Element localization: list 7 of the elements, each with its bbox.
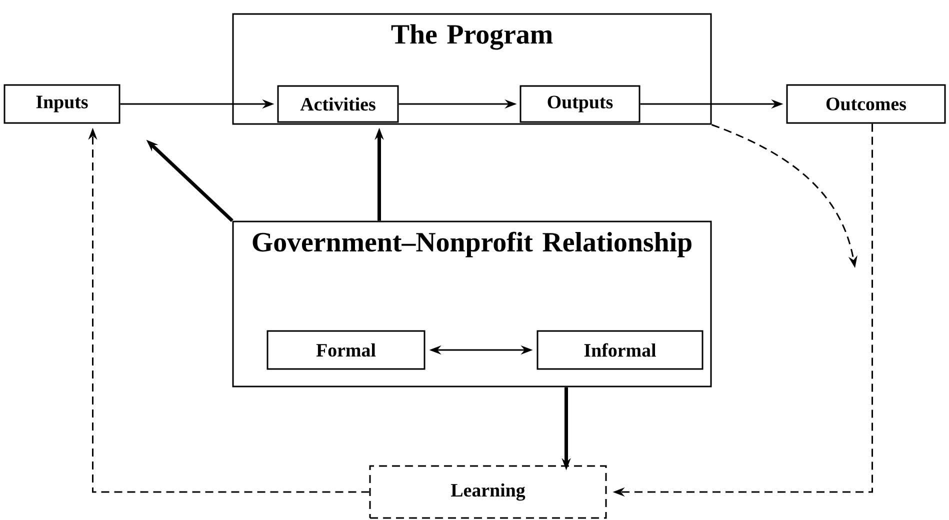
process-box: Formal — [266, 330, 426, 370]
process-box: Learning — [369, 465, 607, 519]
process-box: Inputs — [4, 84, 120, 124]
process-box: Outcomes — [786, 84, 946, 124]
process-box: Activities — [277, 85, 399, 123]
process-box: Informal — [536, 330, 704, 370]
process-box: Outputs — [520, 85, 640, 123]
